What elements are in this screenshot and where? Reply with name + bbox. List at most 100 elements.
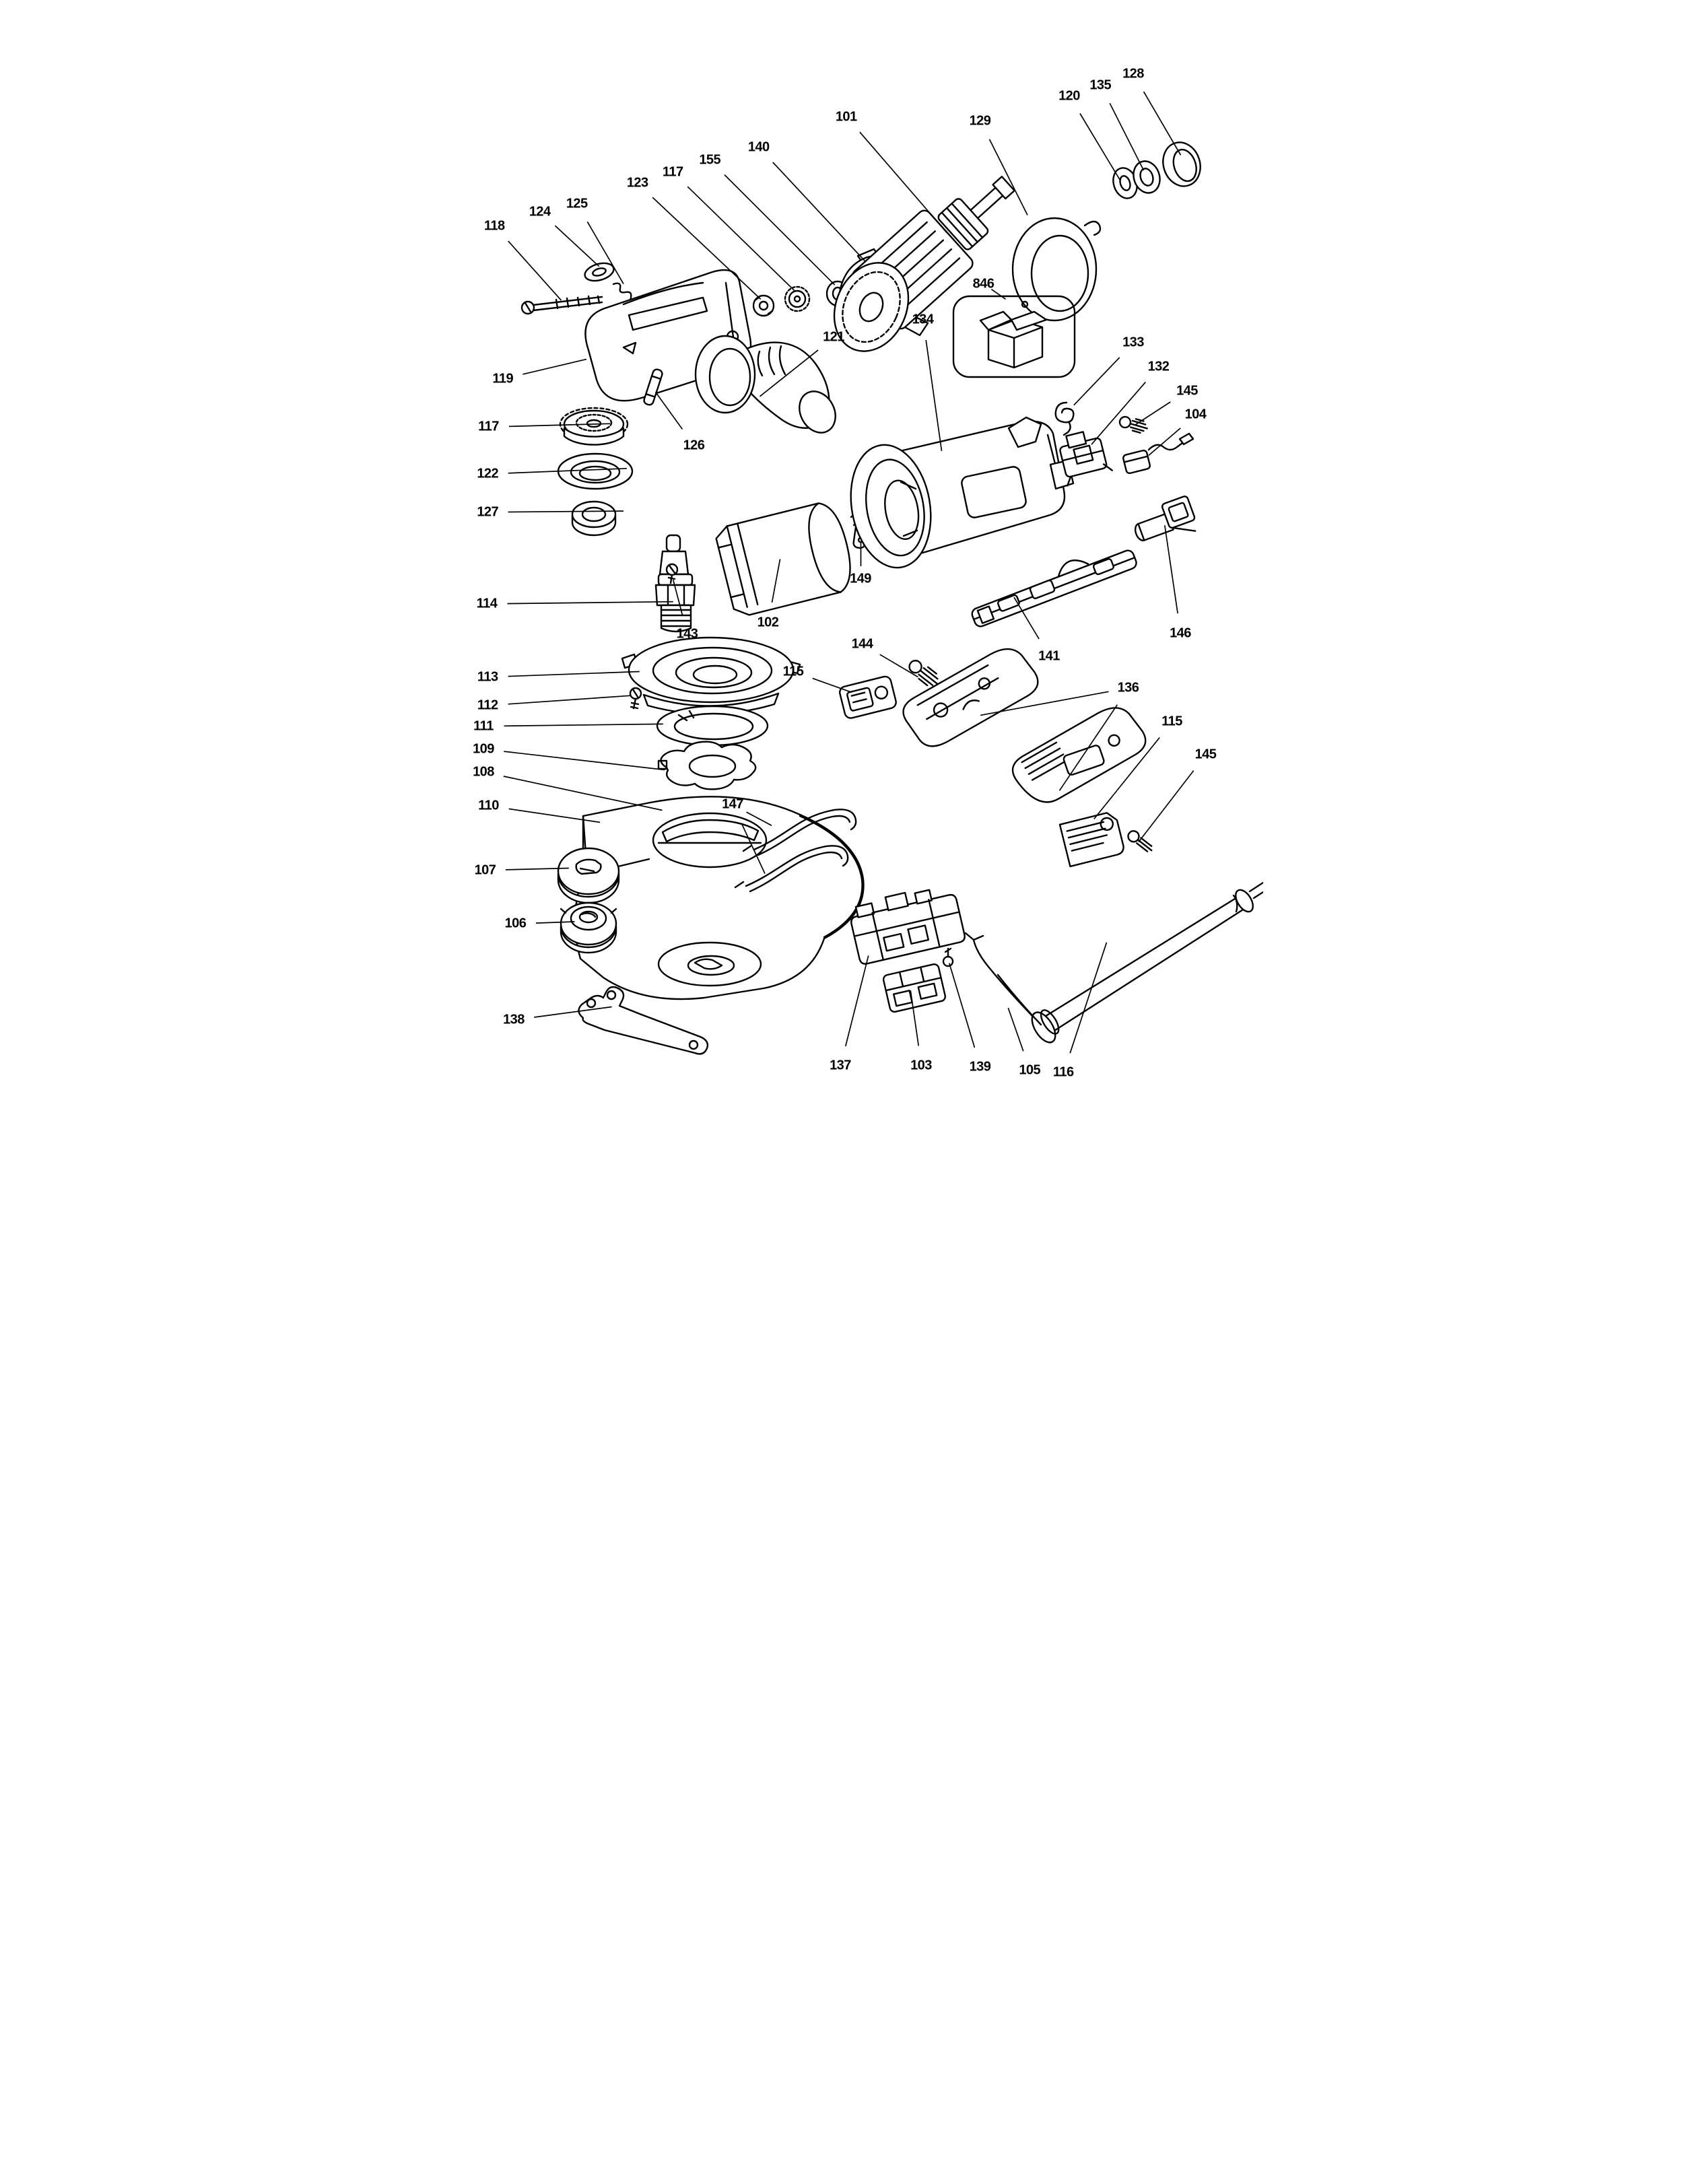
leader-line-143 — [672, 580, 683, 616]
leader-line-107 — [505, 867, 569, 871]
handle-half-upper-136-drawing — [902, 648, 1039, 747]
leader-line-141 — [1013, 596, 1040, 640]
leader-line-120 — [1079, 113, 1120, 181]
callout-125-spring: 125 — [566, 196, 588, 211]
leader-line-119 — [522, 358, 586, 375]
leader-line-137 — [844, 955, 869, 1047]
leader-line-105 — [1007, 1007, 1024, 1052]
bearing-cap-113-drawing — [621, 636, 801, 715]
leader-line-126 — [654, 391, 683, 430]
leader-line-124 — [554, 225, 599, 267]
callout-106-clamp-nut: 106 — [504, 916, 527, 931]
cord-105-drawing — [972, 939, 1042, 1026]
leader-line-125 — [586, 221, 624, 285]
callout-141-handle-bar: 141 — [1038, 648, 1060, 664]
callout-137-switch: 137 — [830, 1058, 851, 1073]
leader-line-104 — [1147, 428, 1181, 456]
callout-149-lead-clip: 149 — [850, 571, 871, 586]
parts-artwork — [520, 141, 1263, 1055]
callout-112-screw: 112 — [477, 697, 498, 713]
leader-line-140 — [772, 162, 867, 263]
callout-126-pin: 126 — [683, 438, 705, 453]
callout-140-clamp-plate: 140 — [747, 139, 770, 155]
leader-line-123 — [652, 197, 761, 300]
callout-121-side-handle: 121 — [823, 329, 844, 345]
clamp-nut-106-drawing — [560, 901, 617, 954]
callout-135-bearing: 135 — [1089, 77, 1112, 93]
callout-102-field: 102 — [757, 615, 779, 630]
spindle-114-drawing — [654, 534, 696, 633]
callout-123-nut: 123 — [626, 175, 648, 191]
leader-line-115 — [812, 677, 852, 693]
brush-cover-115-drawing — [838, 675, 897, 719]
callout-124-lock-washer: 124 — [529, 204, 551, 219]
leader-line-109 — [503, 751, 665, 771]
callout-110-wheel-guard: 110 — [478, 798, 499, 813]
callout-132-brush-holder: 132 — [1147, 359, 1170, 374]
callout-103-terminal-block: 103 — [910, 1058, 932, 1073]
vent-cover-115-drawing — [1058, 812, 1124, 868]
callout-143-screw: 143 — [676, 626, 698, 642]
leader-line-134 — [924, 339, 942, 452]
leader-line-135 — [1108, 102, 1144, 171]
leader-line-155 — [723, 174, 835, 285]
callout-846-accessory-box: 846 — [972, 276, 995, 292]
armature-101-drawing — [833, 176, 1015, 352]
leader-line-114 — [506, 601, 673, 605]
carbon-brush-104-drawing — [1122, 432, 1194, 475]
leader-line-145 — [1137, 770, 1194, 843]
callout-145-screw: 145 — [1194, 747, 1217, 762]
leader-line-127 — [508, 510, 624, 513]
leader-line-128 — [1143, 91, 1181, 156]
callout-111-retaining-ring: 111 — [473, 718, 494, 734]
callout-120-washer: 120 — [1058, 88, 1080, 104]
leader-line-103 — [909, 990, 919, 1046]
pin-126-drawing — [642, 368, 663, 406]
callout-146-lock-button: 146 — [1170, 625, 1191, 641]
handle-half-lower-136-drawing — [1011, 707, 1146, 803]
leader-line-139 — [948, 963, 975, 1048]
bearing-135-drawing — [1132, 160, 1161, 194]
accessory-box-846-drawing — [952, 295, 1075, 378]
callout-119-gear-housing: 119 — [492, 371, 514, 386]
callout-117-gear: 117 — [478, 419, 499, 434]
callout-145-screw: 145 — [1176, 383, 1198, 399]
callout-128-retaining-ring: 128 — [1122, 66, 1144, 81]
callout-133-brush-spring: 133 — [1122, 335, 1144, 350]
bearing-baffle-129-drawing — [1011, 217, 1101, 322]
callout-101-armature: 101 — [835, 109, 857, 125]
callout-113-bearing-cap: 113 — [477, 669, 498, 685]
callout-105-cord: 105 — [1019, 1062, 1041, 1078]
pinion-117-drawing — [784, 285, 810, 312]
cover-plate-109-drawing — [657, 741, 756, 790]
brush-spring-133-drawing — [1054, 401, 1075, 436]
callout-129-bearing-baffle: 129 — [969, 113, 991, 129]
spanner-wrench-138-drawing — [577, 986, 708, 1055]
terminal-block-103-drawing — [882, 963, 946, 1013]
switch-137-drawing — [850, 889, 966, 965]
screw-112-drawing — [629, 687, 642, 710]
screw-118-drawing — [520, 295, 603, 315]
callout-104-carbon-brush: 104 — [1184, 407, 1207, 422]
leader-line-133 — [1073, 357, 1120, 406]
leader-line-110 — [508, 808, 600, 823]
leader-line-136 — [1058, 704, 1118, 791]
leader-line-121 — [759, 349, 819, 397]
leader-line-145 — [1135, 401, 1171, 425]
lock-button-146-drawing — [1134, 496, 1196, 542]
screw-143-drawing — [665, 563, 678, 584]
callout-116-cord-guard: 116 — [1052, 1064, 1074, 1080]
wheel-guard-110-drawing — [574, 796, 865, 1000]
leader-line-102 — [771, 559, 780, 603]
callout-122-washer: 122 — [477, 466, 499, 481]
screw-139-drawing — [942, 947, 953, 967]
callout-155-spacer: 155 — [699, 152, 721, 168]
callout-139-screw: 139 — [969, 1059, 991, 1074]
cord-guard-116-drawing — [964, 881, 1263, 1044]
nut-123-drawing — [752, 294, 774, 317]
callout-134-motor-housing: 134 — [912, 312, 934, 327]
handle-bar-141-drawing — [971, 549, 1137, 627]
leader-line-108 — [503, 776, 663, 811]
side-handle-121-drawing — [694, 335, 836, 434]
